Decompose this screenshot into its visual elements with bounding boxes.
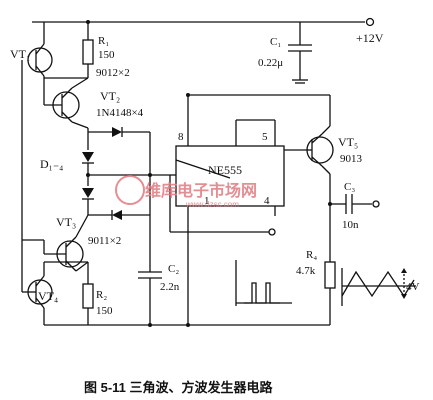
vt4-transistor — [21, 240, 88, 325]
ic-name: NE555 — [208, 163, 242, 177]
diode-network — [82, 127, 276, 262]
vt2-label: VT₂ — [100, 89, 120, 103]
r4-value: 4.7k — [296, 265, 316, 277]
triangle-waveform — [341, 268, 416, 306]
pin8-label: 8 — [178, 131, 184, 143]
vt5-transistor — [306, 95, 334, 262]
vt4-label: VT₄ — [38, 289, 58, 303]
c1-capacitor — [288, 22, 312, 84]
r4-name: R₄ — [306, 249, 317, 261]
vt3-transistor — [22, 214, 89, 272]
diode-type: 1N4148×4 — [96, 107, 144, 119]
ne555-chip — [170, 93, 330, 325]
c2-name: C₂ — [168, 263, 179, 275]
c3-name: C₃ — [344, 181, 355, 193]
svg-text:www.dzsc.com: www.dzsc.com — [185, 200, 239, 209]
r2-value: 150 — [96, 305, 113, 317]
c1-name: C₁ — [270, 36, 281, 48]
pin4-label: 4 — [264, 195, 270, 207]
vt3-type: 9011×2 — [88, 235, 121, 247]
vt3-label: VT₃ — [56, 215, 76, 229]
vt1-type: 9012×2 — [96, 67, 130, 79]
c3-capacitor — [328, 194, 380, 214]
pin5-label: 5 — [262, 131, 268, 143]
vt2-transistor — [21, 60, 89, 240]
r4-resistor — [324, 261, 336, 325]
vt5-type: 9013 — [340, 153, 363, 165]
r1-resistor — [44, 20, 94, 79]
svg-text:维库电子市场网: 维库电子市场网 — [145, 181, 257, 200]
figure-caption: 图 5-11 三角波、方波发生器电路 — [84, 380, 274, 395]
r2-name: R₂ — [96, 289, 107, 301]
c2-capacitor — [138, 262, 162, 325]
supply-label: +12V — [356, 31, 384, 45]
c3-value: 10n — [342, 219, 359, 231]
watermark-logo: 维库电子市场网 www.dzsc.com — [115, 175, 257, 209]
vt1-transistor — [27, 22, 53, 92]
vt5-label: VT₅ — [338, 135, 358, 149]
supply-rail — [32, 17, 375, 27]
c1-value: 0.22μ — [258, 57, 283, 69]
r1-name: R₁ — [98, 35, 109, 47]
pin1-label: 1 — [204, 195, 210, 207]
diodes-label: D₁₋₄ — [40, 157, 63, 171]
r1-value: 150 — [98, 49, 115, 61]
c2-value: 2.2n — [160, 281, 180, 293]
r2-resistor — [75, 261, 94, 325]
vt1-label: VT₁ — [10, 47, 30, 61]
amplitude-label: 4V — [406, 281, 420, 293]
square-waveform — [235, 260, 292, 306]
ground-rail — [44, 323, 330, 327]
